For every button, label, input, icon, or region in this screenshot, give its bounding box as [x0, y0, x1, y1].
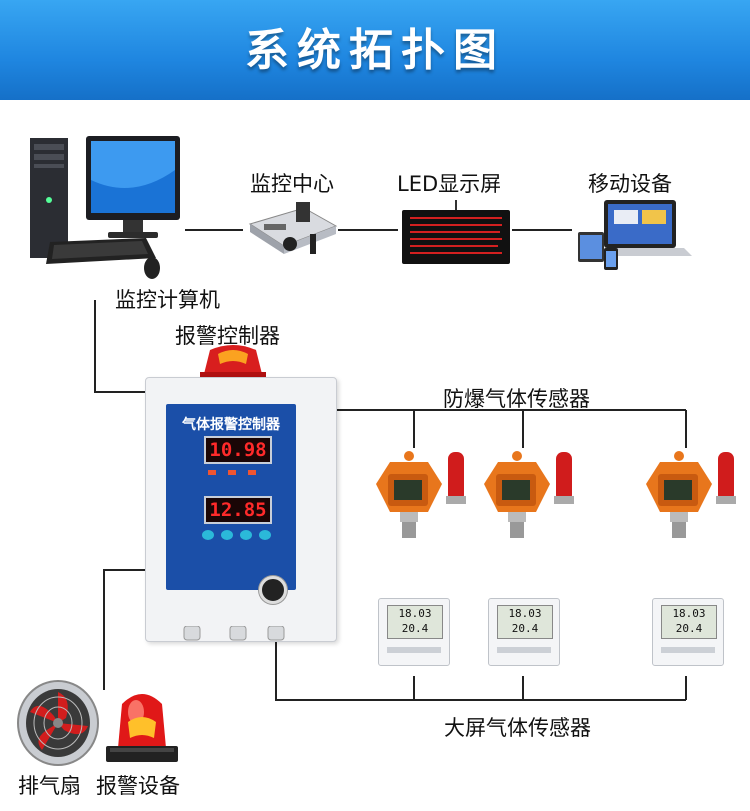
- page-title: 系统拓扑图: [245, 25, 505, 76]
- control-console-icon: [248, 202, 338, 254]
- lcd-line-2: 20.4: [511, 622, 539, 635]
- label-alarm-device: 报警设备: [96, 774, 180, 798]
- panel-button-2[interactable]: [221, 530, 233, 540]
- indicator-row-1: [206, 470, 266, 475]
- lcd-line-1: 18.03: [398, 607, 432, 620]
- lcd-line-2: 20.4: [675, 622, 703, 635]
- panel-button-1[interactable]: [202, 530, 214, 540]
- lcd-line-1: 18.03: [508, 607, 542, 620]
- label-monitor-center: 监控中心: [250, 172, 334, 196]
- big-screen-sensor-2: 18.03 20.4: [488, 598, 560, 666]
- controller-beacon-icon: [200, 345, 266, 380]
- exhaust-fan-icon: [17, 680, 99, 766]
- explosion-proof-sensor-2: [484, 451, 574, 538]
- label-led-screen: LED显示屏: [397, 172, 502, 196]
- cable-glands: [183, 626, 285, 641]
- lcd-line-2: 20.4: [401, 622, 429, 635]
- controller-panel: 气体报警控制器 10.98 12.85: [166, 404, 296, 590]
- label-mobile-device: 移动设备: [588, 172, 672, 196]
- label-monitor-computer: 监控计算机: [115, 288, 220, 312]
- reading-display-2: 12.85: [204, 496, 272, 524]
- alarm-beacon-icon: [106, 694, 178, 762]
- label-alarm-controller: 报警控制器: [175, 324, 280, 348]
- label-big-screen-sensor: 大屏气体传感器: [444, 716, 591, 740]
- lcd-line-1: 18.03: [672, 607, 706, 620]
- explosion-proof-sensor-3: [646, 451, 736, 538]
- computer-icon: [30, 136, 180, 279]
- reading-display-1: 10.98: [204, 436, 272, 464]
- key-switch[interactable]: [259, 576, 287, 604]
- explosion-proof-sensor-1: [376, 451, 466, 538]
- panel-button-4[interactable]: [259, 530, 271, 540]
- big-screen-sensor-1: 18.03 20.4: [378, 598, 450, 666]
- panel-button-3[interactable]: [240, 530, 252, 540]
- label-exhaust-fan: 排气扇: [18, 774, 81, 798]
- button-row: [202, 530, 272, 542]
- alarm-controller-box: 气体报警控制器 10.98 12.85: [145, 377, 337, 642]
- header-banner: 系统拓扑图: [0, 0, 750, 100]
- big-screen-sensor-3: 18.03 20.4: [652, 598, 724, 666]
- label-explosion-proof-sensor: 防爆气体传感器: [443, 387, 590, 411]
- controller-panel-title: 气体报警控制器: [182, 417, 280, 433]
- led-screen-icon: [402, 200, 510, 264]
- laptop-phone-icon: [578, 200, 692, 270]
